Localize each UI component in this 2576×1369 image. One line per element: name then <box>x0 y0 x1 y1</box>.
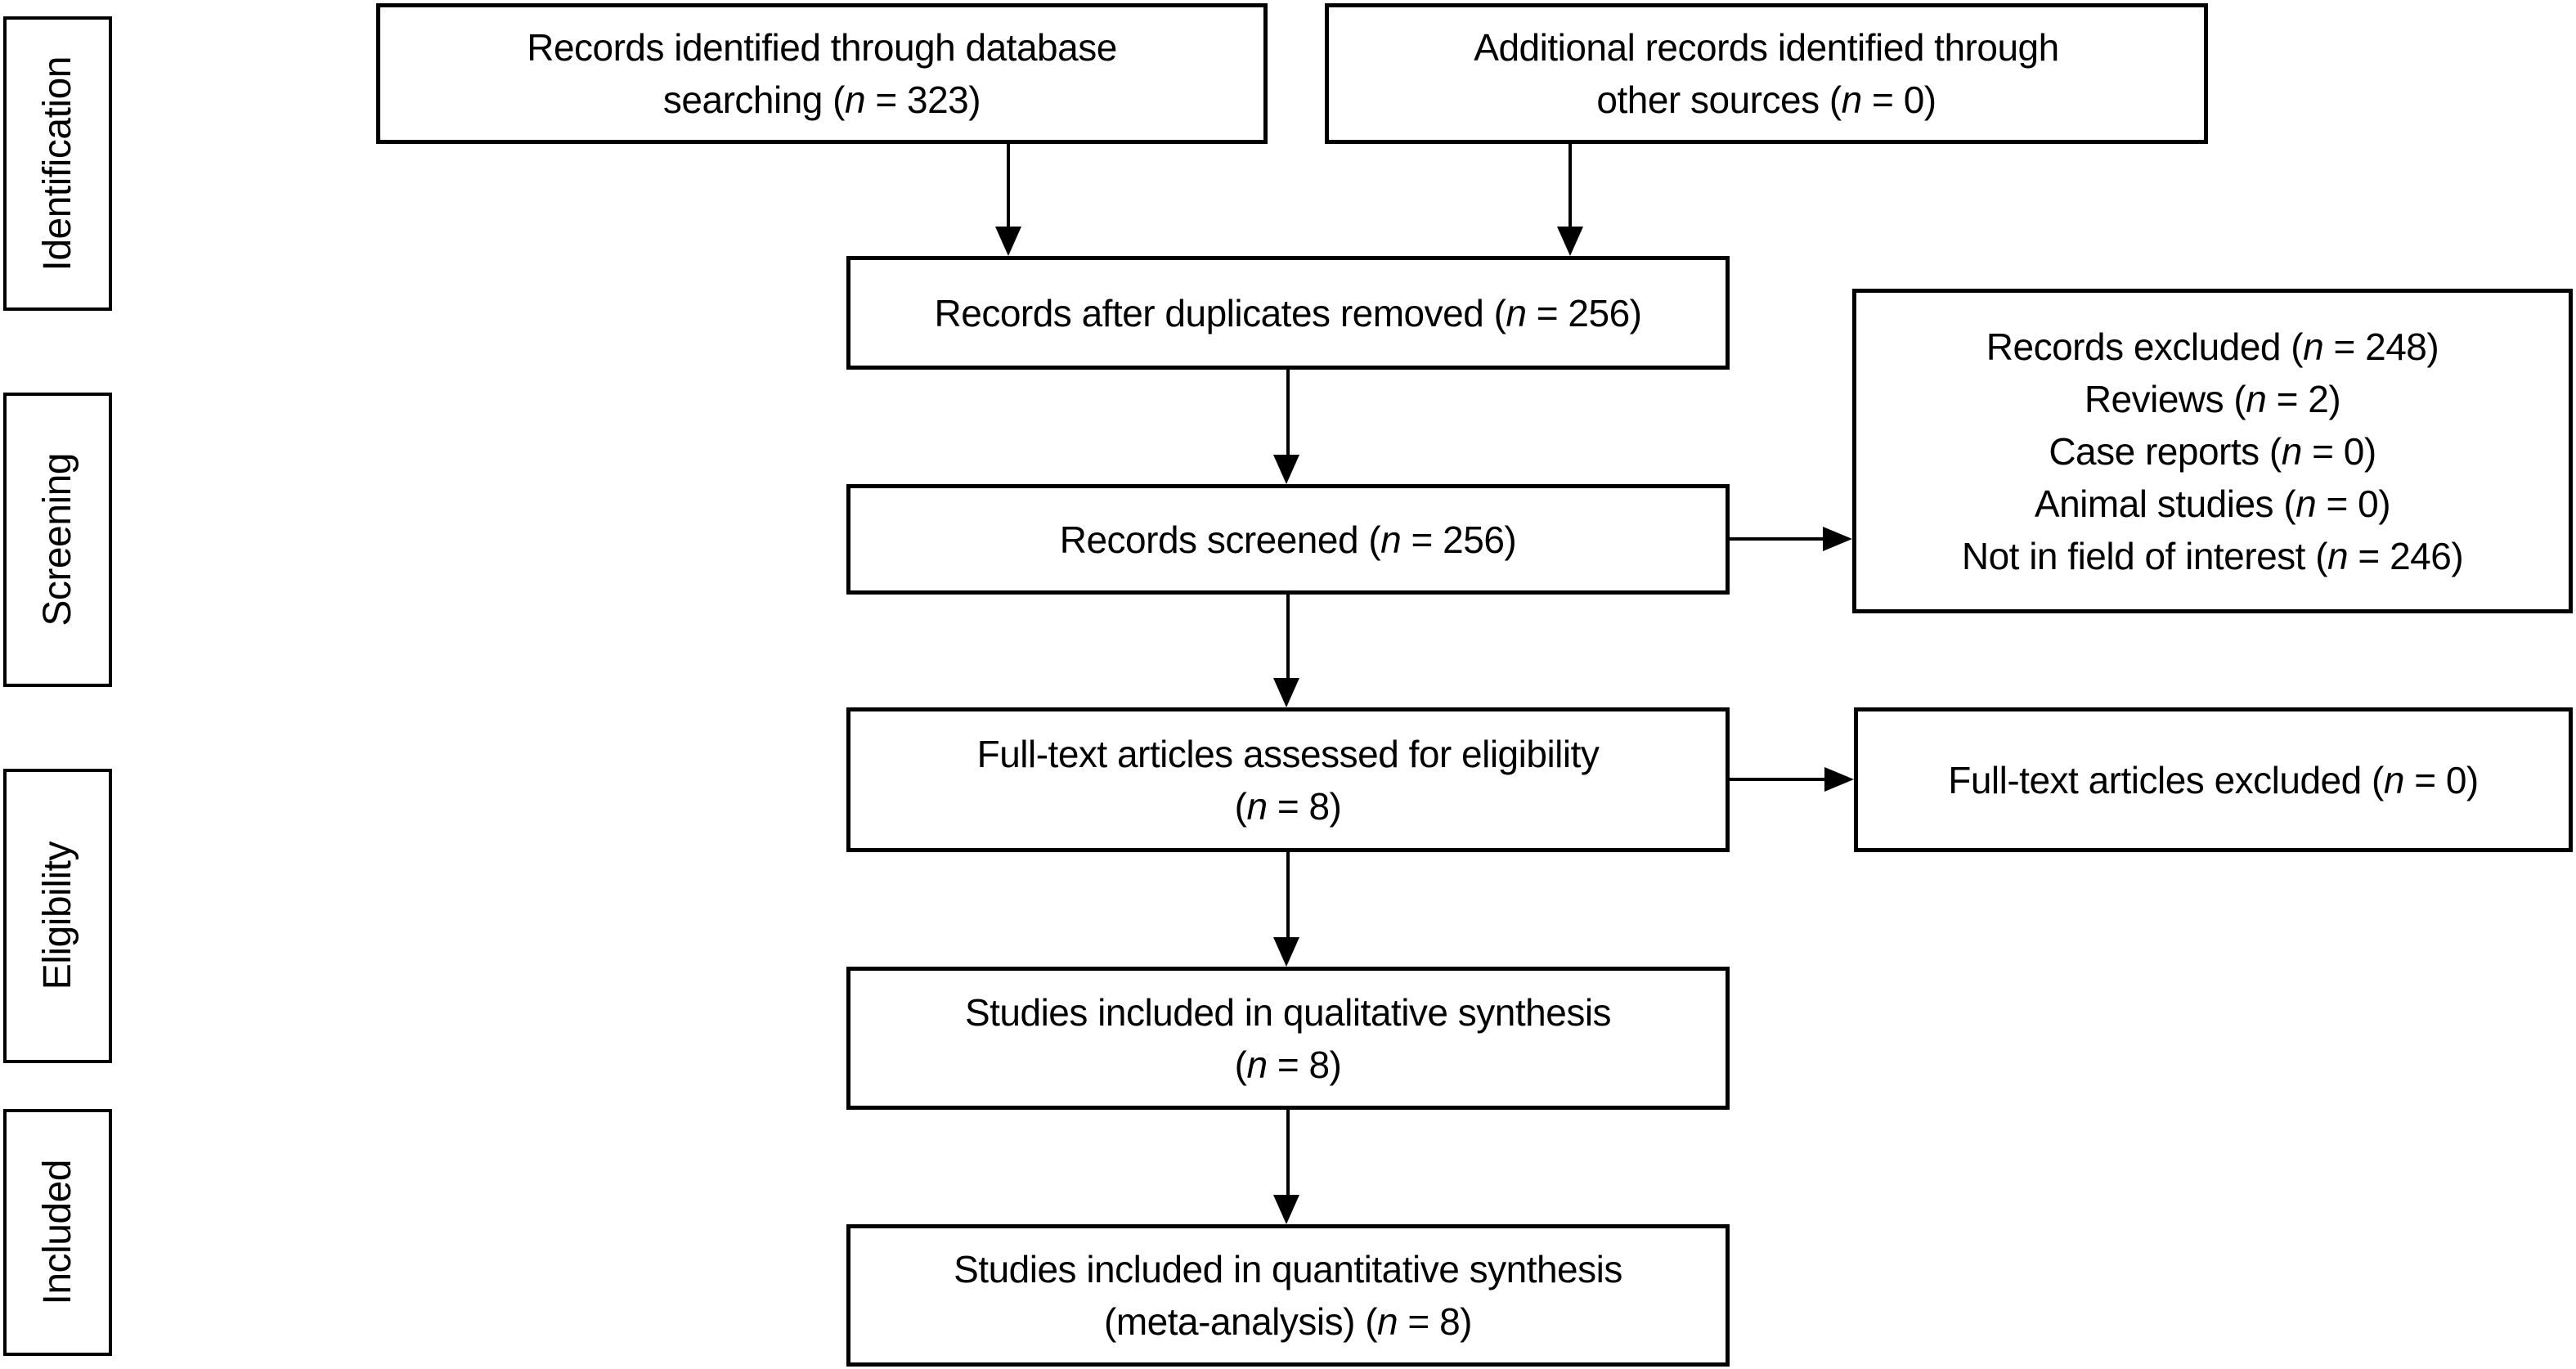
arrow-screened-to-excluded-line <box>1730 537 1823 541</box>
arrow-screened-to-fulltext-head-icon <box>1273 678 1299 707</box>
stage-box-included: Included <box>3 1109 112 1356</box>
box-records-identified-database: Records identified through database sear… <box>376 3 1268 144</box>
box-records-excluded: Records excluded (n = 248) Reviews (n = … <box>1852 289 2573 613</box>
arrow-screened-to-fulltext-line <box>1286 595 1290 680</box>
box-qualitative-synthesis: Studies included in qualitative synthesi… <box>846 967 1730 1110</box>
box-records-identified-database-label: Records identified through database sear… <box>527 26 1117 121</box>
box-records-after-duplicates-label: Records after duplicates removed (n = 25… <box>934 291 1642 334</box>
arrow-fulltext-to-qualitative-head-icon <box>1273 937 1299 967</box>
box-additional-records-other-sources-label: Additional records identified through ot… <box>1474 26 2059 121</box>
box-records-after-duplicates: Records after duplicates removed (n = 25… <box>846 256 1730 370</box>
arrow-othersources-to-duplicates-line <box>1568 144 1572 228</box>
stage-box-identification: Identification <box>3 16 112 311</box>
arrow-screened-to-excluded-head-icon <box>1823 527 1852 551</box>
box-fulltext-excluded-label: Full-text articles excluded (n = 0) <box>1948 758 2479 801</box>
arrow-fulltext-to-excluded-head-icon <box>1824 767 1854 792</box>
box-records-excluded-label: Records excluded (n = 248) Reviews (n = … <box>1961 325 2464 577</box>
arrow-qualitative-to-quantitative-head-icon <box>1273 1195 1299 1224</box>
stage-label-identification: Identification <box>36 56 79 272</box>
box-fulltext-assessed-label: Full-text articles assessed for eligibil… <box>976 732 1600 828</box>
arrow-qualitative-to-quantitative-line <box>1286 1110 1290 1196</box>
stage-box-screening: Screening <box>3 393 112 687</box>
box-quantitative-synthesis: Studies included in quantitative synthes… <box>846 1224 1730 1367</box>
box-additional-records-other-sources: Additional records identified through ot… <box>1325 3 2208 144</box>
stage-label-eligibility: Eligibility <box>36 842 79 990</box>
box-quantitative-synthesis-label: Studies included in quantitative synthes… <box>954 1248 1622 1343</box>
arrow-fulltext-to-excluded-line <box>1730 778 1824 781</box>
arrow-database-to-duplicates-head-icon <box>995 227 1021 256</box>
box-records-screened: Records screened (n = 256) <box>846 484 1730 595</box>
box-records-screened-label: Records screened (n = 256) <box>1059 518 1517 561</box>
arrow-fulltext-to-qualitative-line <box>1286 852 1290 939</box>
box-qualitative-synthesis-label: Studies included in qualitative synthesi… <box>964 990 1612 1086</box>
arrow-database-to-duplicates-line <box>1007 144 1010 228</box>
arrow-duplicates-to-screened-line <box>1286 370 1290 456</box>
arrow-duplicates-to-screened-head-icon <box>1273 455 1299 484</box>
stage-label-included: Included <box>36 1160 79 1305</box>
arrow-othersources-to-duplicates-head-icon <box>1557 227 1583 256</box>
box-fulltext-assessed: Full-text articles assessed for eligibil… <box>846 707 1730 852</box>
box-fulltext-excluded: Full-text articles excluded (n = 0) <box>1854 707 2573 852</box>
stage-label-screening: Screening <box>36 453 79 626</box>
stage-box-eligibility: Eligibility <box>3 769 112 1063</box>
